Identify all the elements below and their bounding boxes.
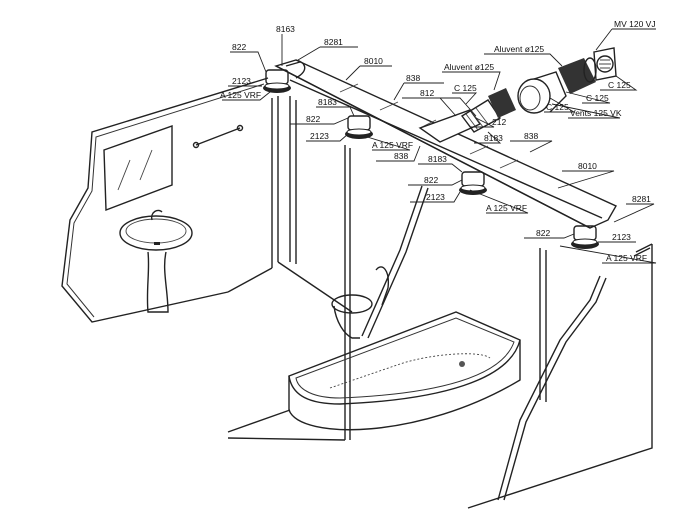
label-8010-a: 8010 [364,56,383,66]
duct-branch [418,109,482,143]
label-vrf-c: A 125 VRF [486,203,527,213]
label-mv-120-vj: MV 120 VJ [614,19,656,29]
label-c125-a: C 125 [608,80,631,90]
label-c125-b: C 125 [586,93,609,103]
label-c125-c: C 125 [546,102,569,112]
label-812: 812 [420,88,434,98]
flex-duct-2 [558,57,597,94]
label-c125-d: C 125 [454,83,477,93]
mirror [103,125,173,212]
middle-walls [227,96,353,441]
inline-fan [517,71,567,114]
label-8183-b: 8183 [318,97,337,107]
label-838-a: 838 [406,73,420,83]
label-8183-d: 8183 [428,154,447,164]
label-2123-a: 2123 [232,76,251,86]
valve-3 [459,171,487,195]
label-aluvent-1: Aluvent ø125 [494,44,544,54]
valve-1 [263,69,291,93]
label-838-b: 838 [394,151,408,161]
label-8183-c: 8183 [484,133,503,143]
label-8281-b: 8281 [632,194,651,204]
label-2123-b: 2123 [310,131,329,141]
leader-lines [222,28,657,264]
left-wall [61,77,269,323]
label-vents-125-vk: Vents 125 VK [570,108,622,118]
label-2123-d: 2123 [612,232,631,242]
label-vrf-a: A 125 VRF [220,90,261,100]
pedestal-sink [119,209,193,313]
label-822-c: 822 [424,175,438,185]
label-822-b: 822 [306,114,320,124]
duct-main [274,59,617,229]
mv-grille [593,47,617,81]
label-822-a: 822 [232,42,246,52]
valve-2 [345,115,373,139]
label-822-d: 822 [536,228,550,238]
label-8010-b: 8010 [578,161,597,171]
towel-bar [192,124,244,149]
label-8281-a: 8281 [324,37,343,47]
toilet [331,266,390,339]
labels: 8163 822 8281 2123 A 125 VRF 8010 838 Al… [220,19,656,263]
label-2123-c: 2123 [426,192,445,202]
right-walls [467,243,653,509]
label-vrf-d: A 125 VRF [606,253,647,263]
label-aluvent-2: Aluvent ø125 [444,62,494,72]
label-838-c: 838 [524,131,538,141]
label-vrf-b: A 125 VRF [372,140,413,150]
valve-4 [571,225,599,249]
bathtub [288,311,521,431]
shower-partition [361,185,429,339]
label-212: 212 [492,117,506,127]
label-8183-top: 8163 [276,24,295,34]
